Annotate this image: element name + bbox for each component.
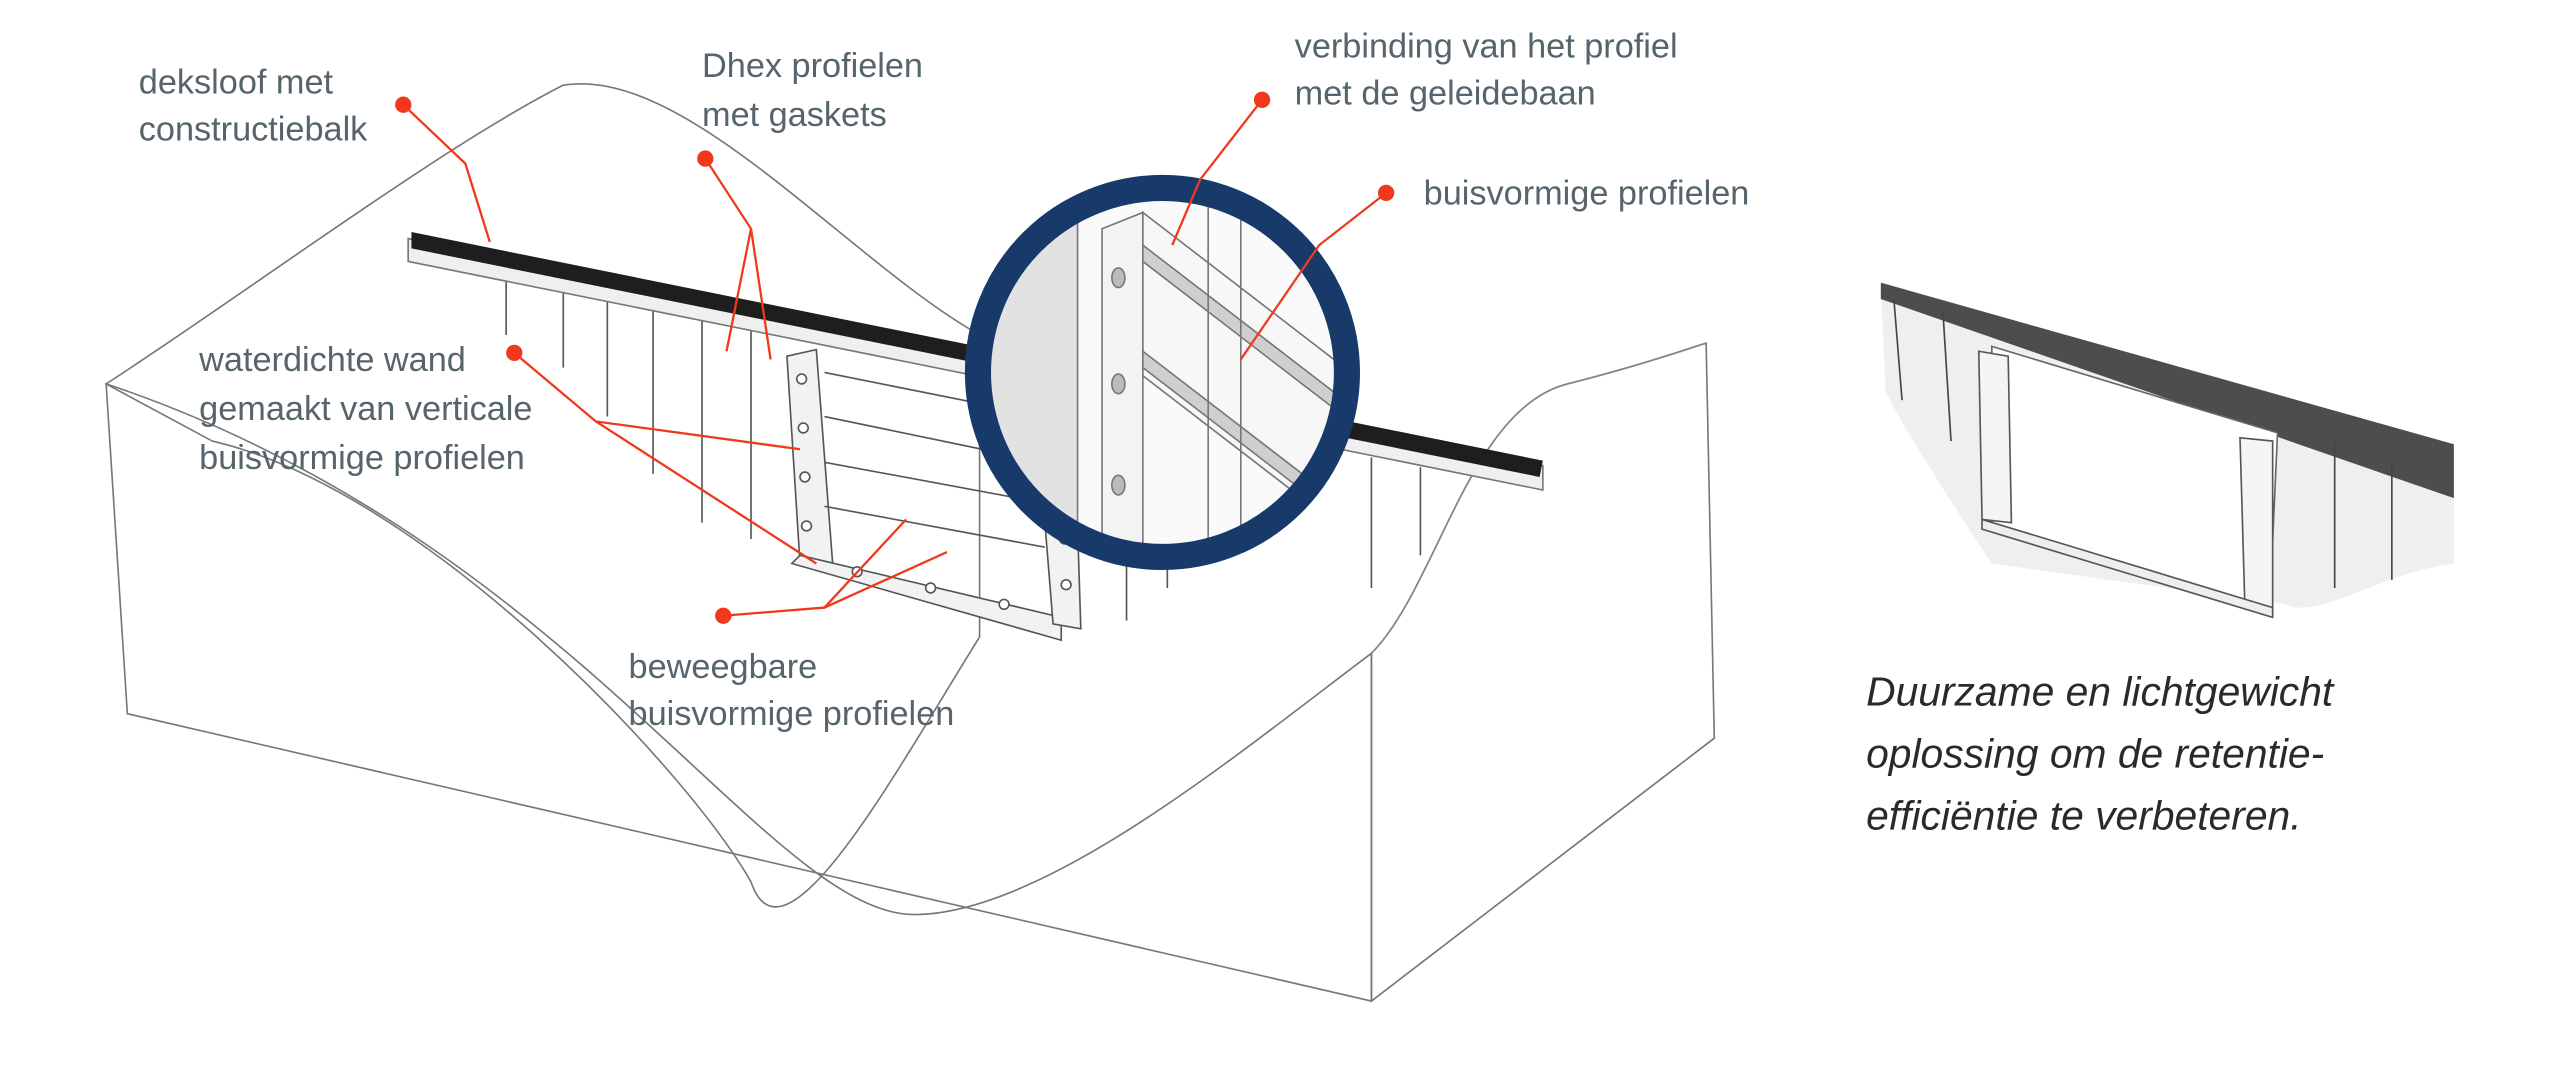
label-deksloof: deksloof met constructiebalk [139,63,368,148]
label-line: verbinding van het profiel [1295,27,1678,65]
label-line: gemaakt van verticale [199,390,532,428]
label-line: buisvormige profielen [629,695,955,733]
detail-magnifier [964,174,1360,571]
caption-line: Duurzame en lichtgewicht [1866,669,2335,715]
label-line: deksloof met [139,63,334,101]
label-verbinding: verbinding van het profiel met de geleid… [1295,27,1678,112]
label-line: met de geleidebaan [1295,75,1596,113]
leader-lines [395,91,1395,624]
label-line: buisvormige profielen [199,439,525,477]
label-line: Dhex profielen [702,47,923,85]
label-waterdichte-wand: waterdichte wand gemaakt van verticale b… [198,341,532,477]
caption-line: oplossing om de retentie- [1866,731,2324,777]
label-beweegbare: beweegbare buisvormige profielen [629,648,955,733]
label-buisvormige-profielen: buisvormige profielen [1424,174,1750,212]
label-line: met gaskets [702,96,887,134]
label-line: waterdichte wand [198,341,466,379]
caption: Duurzame en lichtgewicht oplossing om de… [1866,669,2335,839]
label-line: constructiebalk [139,111,368,149]
gate-frame [786,348,1082,642]
callout-dots [395,91,1395,624]
gate-inset-image [1880,282,2454,619]
terrain-block [104,82,1716,1003]
caption-line: efficiëntie te verbeteren. [1866,793,2301,839]
label-line: beweegbare [629,648,818,686]
magnifier-ring [964,174,1360,571]
label-dhex: Dhex profielen met gaskets [702,47,923,134]
